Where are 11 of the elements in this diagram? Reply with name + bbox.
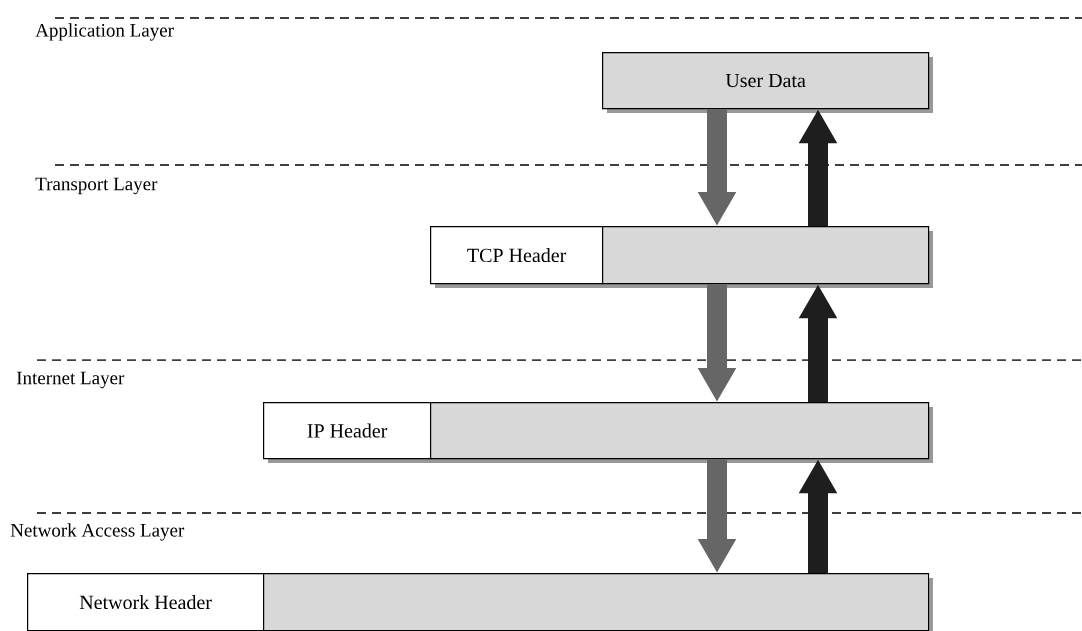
data-box [263, 573, 933, 631]
header-box: Network Header [27, 573, 268, 631]
layer-label: Internet Layer [16, 371, 125, 389]
header-box: TCP Header [430, 226, 607, 288]
header-box: IP Header [263, 402, 435, 463]
data-box [602, 226, 933, 288]
data-box [430, 402, 933, 463]
layer-label: Transport Layer [35, 177, 158, 195]
data-box: User Data [602, 52, 933, 113]
layer-label: Application Layer [35, 23, 174, 41]
layer-label: Network Access Layer [10, 523, 185, 541]
